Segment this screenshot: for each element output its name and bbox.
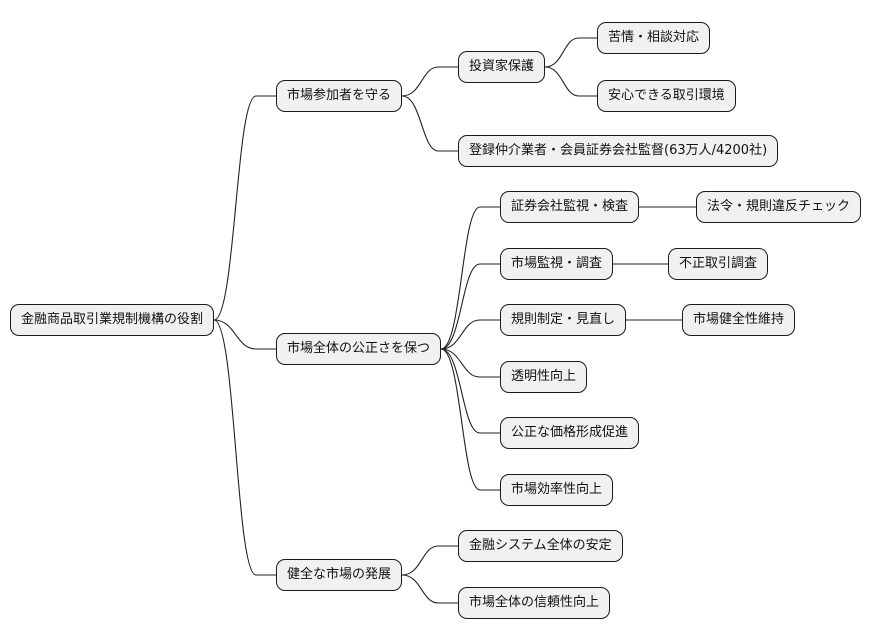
connector-b1-b1c5 [440,348,500,491]
connector-b0-b0c1 [401,95,458,152]
branch-market-fairness: 市場全体の公正さを保つ [276,333,442,365]
node-transparency: 透明性向上 [500,361,588,393]
node-complaint-consultation: 苦情・相談対応 [597,22,711,54]
connector-b2-b2c0 [401,545,458,576]
node-securities-firm-inspection: 証券会社監視・検査 [500,191,640,223]
connector-b0c0-b0c0g1 [544,66,597,97]
connector-root-b1 [213,319,276,350]
branch-protect-participants: 市場参加者を守る [276,80,403,112]
branch-healthy-development: 健全な市場の発展 [276,559,403,591]
node-fraud-investigation: 不正取引調査 [668,248,769,280]
node-rulemaking-review: 規則制定・見直し [500,304,627,336]
node-financial-system-stability: 金融システム全体の安定 [458,530,623,562]
node-market-trust: 市場全体の信頼性向上 [458,587,611,619]
connector-b2-b2c1 [401,574,458,604]
connector-root-b0 [213,95,276,321]
node-market-efficiency: 市場効率性向上 [500,474,614,506]
connector-root-b2 [213,319,276,576]
connector-b0-b0c0 [401,66,458,97]
node-investor-protection: 投資家保護 [458,51,546,83]
root-node: 金融商品取引業規制機構の役割 [10,304,215,336]
connector-b1-b1c1 [440,263,500,350]
node-registered-broker-supervision: 登録仲介業者・会員証券会社監督(63万人/4200社) [458,135,779,167]
node-safe-trading-environment: 安心できる取引環境 [597,80,736,112]
node-fair-price-formation: 公正な価格形成促進 [500,417,640,449]
connector-b1-b1c0 [440,206,500,350]
node-violation-check: 法令・規則違反チェック [696,191,862,223]
connector-b1-b1c4 [440,348,500,434]
node-market-soundness: 市場健全性維持 [682,304,796,336]
connector-b1-b1c3 [440,348,500,378]
node-market-surveillance: 市場監視・調査 [500,248,614,280]
connector-b1-b1c2 [440,319,500,350]
connector-b0c0-b0c0g0 [544,37,597,68]
